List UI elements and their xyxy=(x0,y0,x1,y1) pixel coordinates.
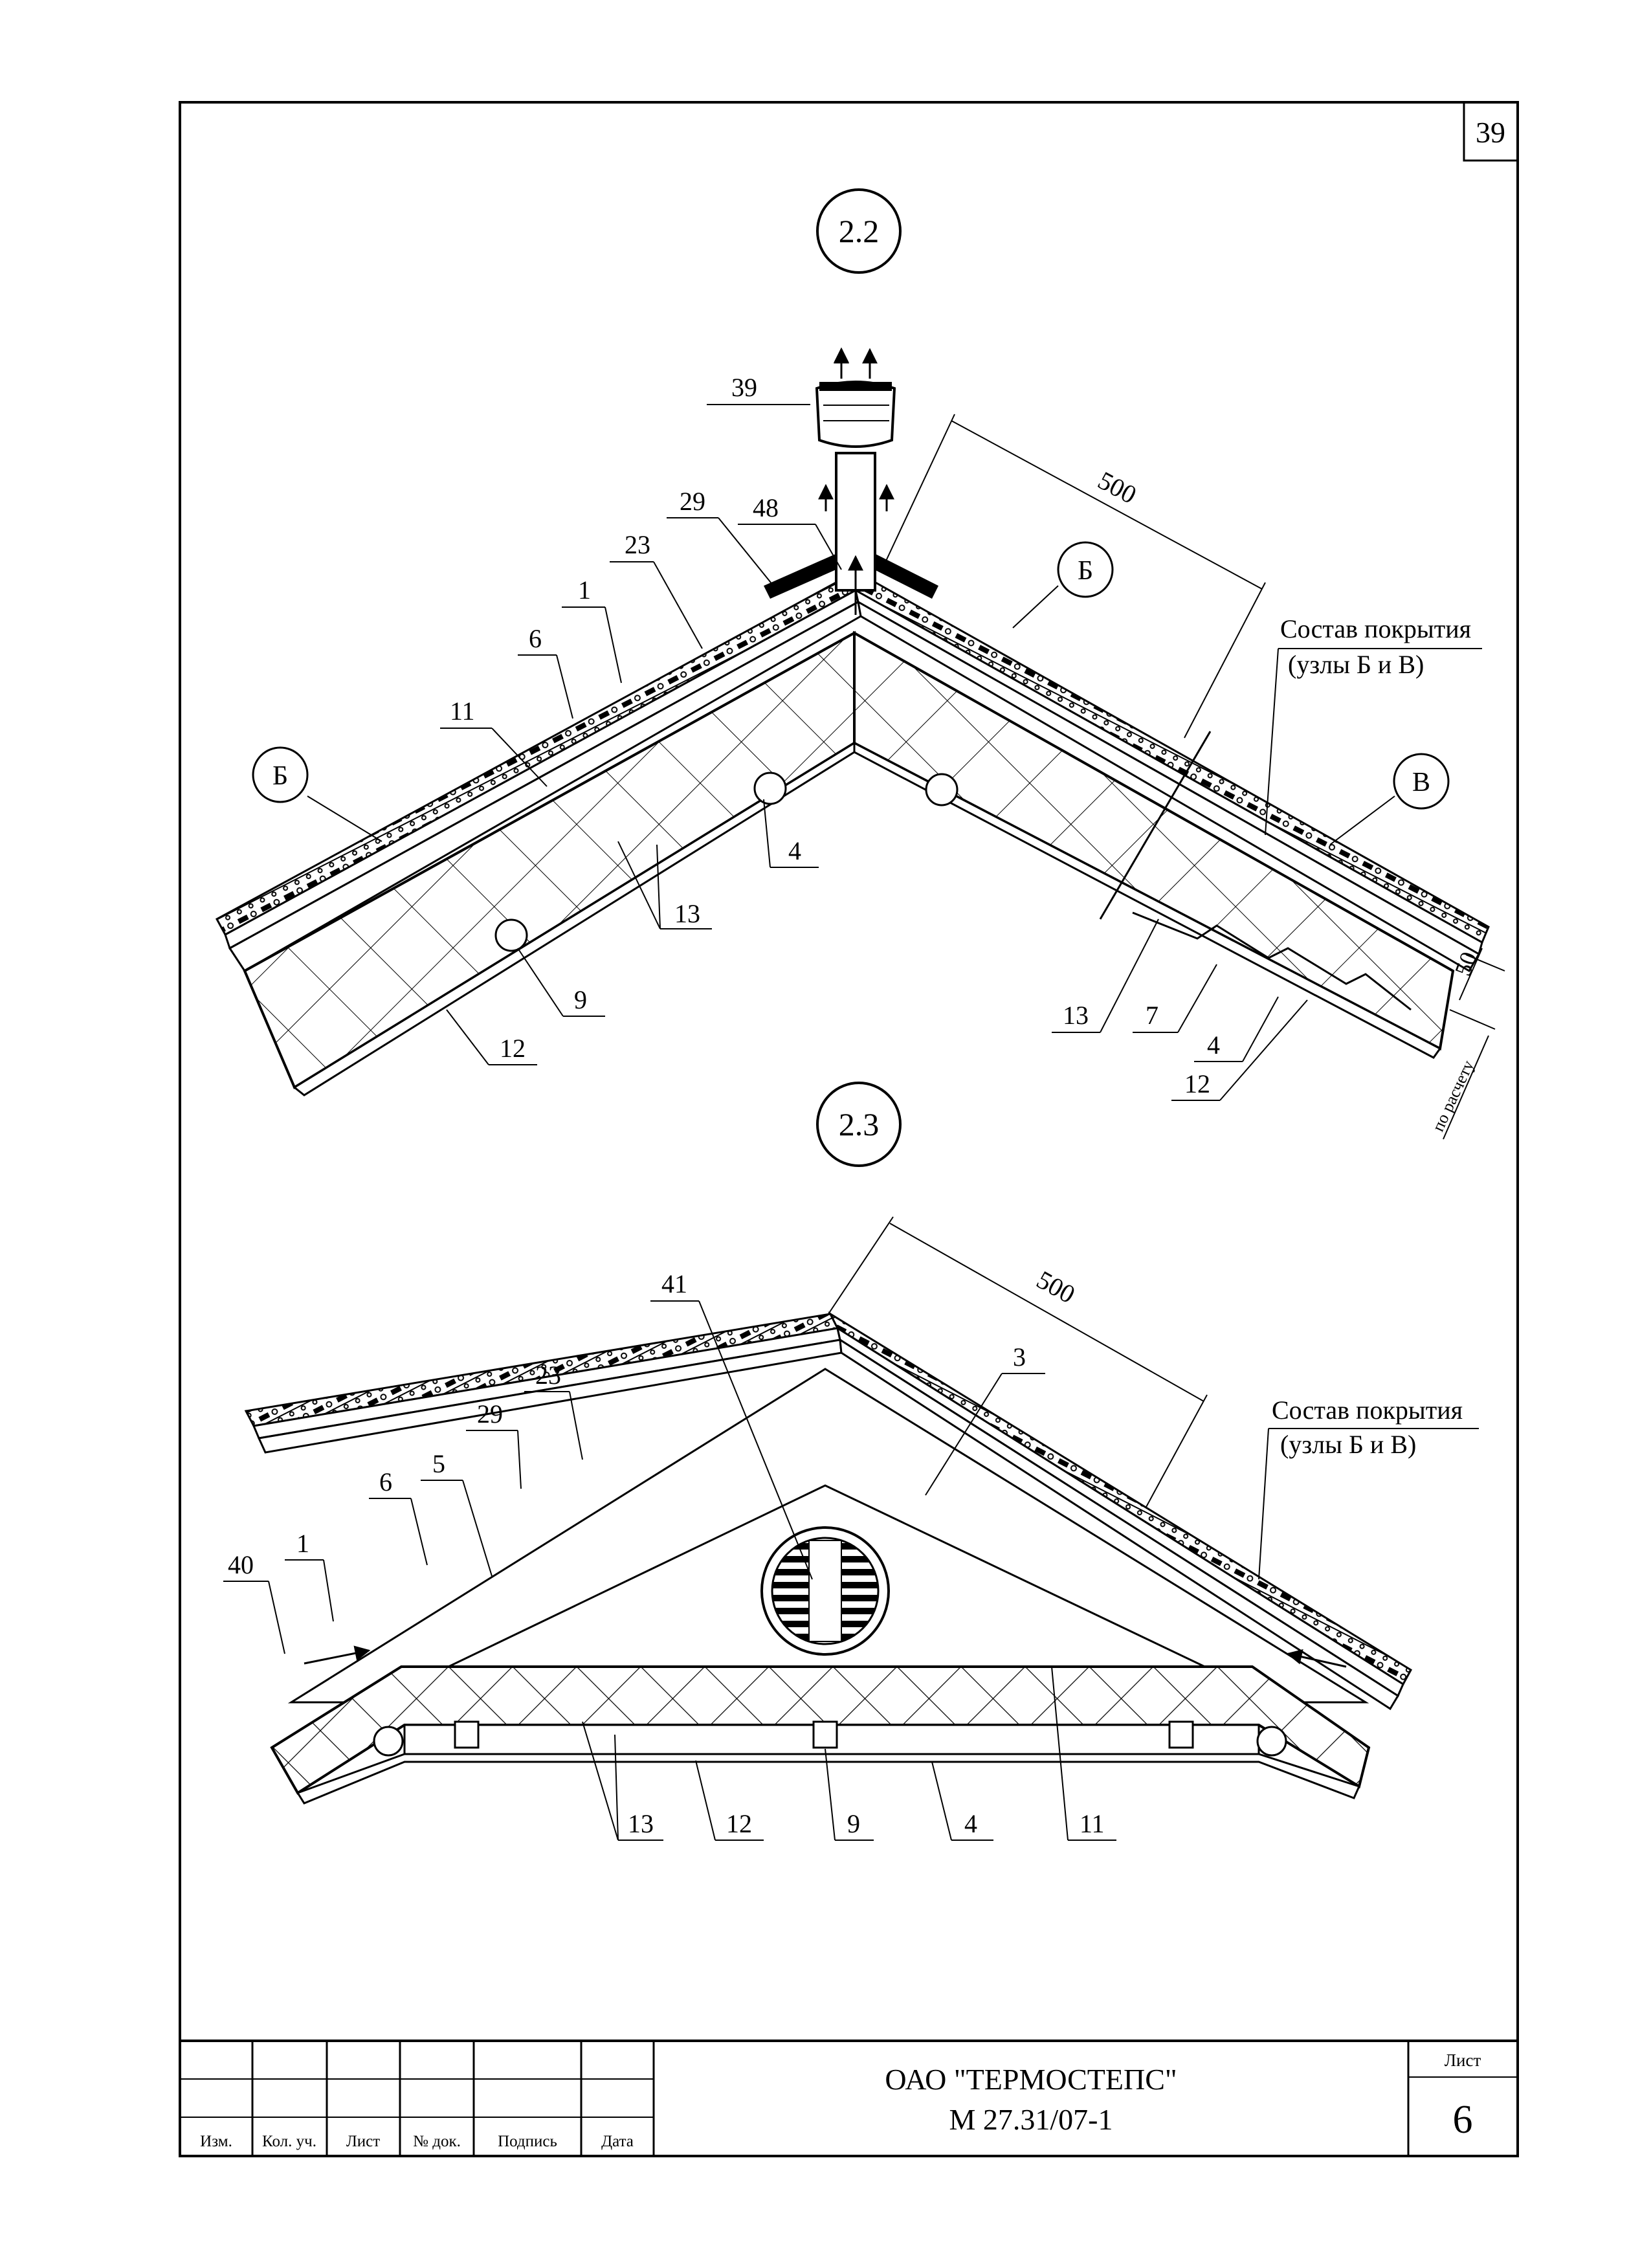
note-composition-1-2-3: Состав покрытия xyxy=(1272,1395,1463,1425)
dimension-line-500-2-3 xyxy=(889,1223,1204,1402)
label-6-2-3: 6 xyxy=(379,1467,392,1496)
node-2-3-title-circle xyxy=(816,1082,902,1167)
node-2-2-leaders: 39 48 29 23 1 6 11 4 13 9 12 13 7 xyxy=(440,373,1308,1101)
dimension-calc: по расчету xyxy=(1428,1058,1478,1135)
title-block: Изм. Кол. уч. Лист № док. Подпись Дата О… xyxy=(180,2040,1518,2156)
label-12-left: 12 xyxy=(500,1034,526,1063)
label-9-2-3: 9 xyxy=(847,1809,860,1838)
note-composition-2-2-3: (узлы Б и В) xyxy=(1280,1430,1416,1459)
note-composition-1: Состав покрытия xyxy=(1280,614,1471,643)
label-39: 39 xyxy=(731,373,757,402)
rafter-right xyxy=(925,773,959,806)
callout-b-mid-label: Б xyxy=(1078,556,1093,586)
joist-3 xyxy=(1168,1720,1194,1749)
label-29: 29 xyxy=(680,487,705,516)
ceiling-board-2-3 xyxy=(296,1753,1361,1805)
node-2-2-title: 2.2 xyxy=(839,213,880,249)
joist-1 xyxy=(454,1720,480,1749)
tb-col-kol: Кол. уч. xyxy=(262,2133,316,2150)
label-12-right: 12 xyxy=(1184,1069,1210,1098)
label-13-right: 13 xyxy=(1063,1001,1089,1030)
organization-name: ОАО "ТЕРМОСТЕПС" xyxy=(885,2063,1177,2096)
rafter-right-2-3 xyxy=(1256,1726,1287,1757)
label-5: 5 xyxy=(432,1449,445,1478)
vent-cap xyxy=(815,381,896,448)
tb-col-list: Лист xyxy=(346,2133,380,2150)
vapour-barrier-line xyxy=(1132,911,1412,1011)
node-2-3-title: 2.3 xyxy=(839,1106,880,1142)
callout-b-left-label: Б xyxy=(272,761,288,791)
note-composition-2: (узлы Б и В) xyxy=(1288,650,1424,679)
node-2-2-title-circle xyxy=(816,188,902,274)
vent-grille-gap xyxy=(808,1540,842,1642)
node-2-3: 2.3 xyxy=(223,1082,1479,1841)
label-1: 1 xyxy=(578,575,591,605)
callout-b-mid xyxy=(1057,541,1114,598)
tb-col-doc: № док. xyxy=(413,2133,461,2150)
joist-2 xyxy=(812,1720,838,1749)
right-counter-batten xyxy=(856,600,1481,973)
label-41: 41 xyxy=(661,1269,687,1298)
dimension-line-500 xyxy=(951,420,1263,590)
corner-number: 39 xyxy=(1476,116,1505,149)
dimension-500-2-3: 500 xyxy=(1032,1265,1080,1309)
label-11: 11 xyxy=(450,696,475,726)
tb-col-izm: Изм. xyxy=(200,2133,232,2150)
right-ridge-strip xyxy=(864,551,938,599)
label-13-2-3: 13 xyxy=(628,1809,654,1838)
label-3: 3 xyxy=(1013,1342,1026,1372)
label-4-right: 4 xyxy=(1207,1030,1220,1060)
node-2-2: 2.2 xyxy=(215,188,1505,1140)
label-23: 23 xyxy=(625,530,650,559)
dimension-500: 500 xyxy=(1093,465,1141,509)
tb-col-date: Дата xyxy=(601,2133,634,2150)
label-4-2-3: 4 xyxy=(964,1809,977,1838)
label-6: 6 xyxy=(529,624,542,653)
label-7: 7 xyxy=(1146,1001,1158,1030)
corner-number-box xyxy=(1463,101,1519,162)
rafter-left-2-3 xyxy=(373,1726,404,1757)
right-insulation-layer xyxy=(853,630,1455,1051)
right-ceiling-board xyxy=(853,741,1442,1059)
callout-v-right xyxy=(1393,753,1450,810)
label-29-2-3: 29 xyxy=(477,1399,503,1429)
label-23-2-3: 23 xyxy=(535,1361,561,1390)
label-4-left: 4 xyxy=(788,836,801,865)
sheet-border xyxy=(179,101,1519,2157)
rafter-left-lower xyxy=(494,918,528,952)
left-ridge-strip xyxy=(764,551,848,599)
callout-v-right-label: В xyxy=(1412,768,1430,797)
callout-b-left xyxy=(252,746,309,803)
document-code: М 27.31/07-1 xyxy=(949,2103,1113,2136)
tb-col-sign: Подпись xyxy=(498,2133,557,2150)
rafter-left-upper xyxy=(753,772,787,805)
label-1-2-3: 1 xyxy=(296,1529,309,1558)
sheet-label: Лист xyxy=(1445,2051,1481,2070)
right-batten-2-3 xyxy=(839,1338,1400,1711)
section-cut-line xyxy=(1099,731,1212,920)
sheet-number: 6 xyxy=(1453,2098,1473,2142)
label-40: 40 xyxy=(228,1550,254,1579)
label-48: 48 xyxy=(753,493,779,522)
label-13-left: 13 xyxy=(674,899,700,928)
label-9: 9 xyxy=(574,985,587,1014)
node-2-3-leaders: 41 23 3 29 6 5 1 40 13 12 9 4 11 xyxy=(223,1269,1116,1841)
vent-cap-top xyxy=(819,382,892,391)
label-11-2-3: 11 xyxy=(1080,1809,1105,1838)
label-12-2-3: 12 xyxy=(726,1809,752,1838)
